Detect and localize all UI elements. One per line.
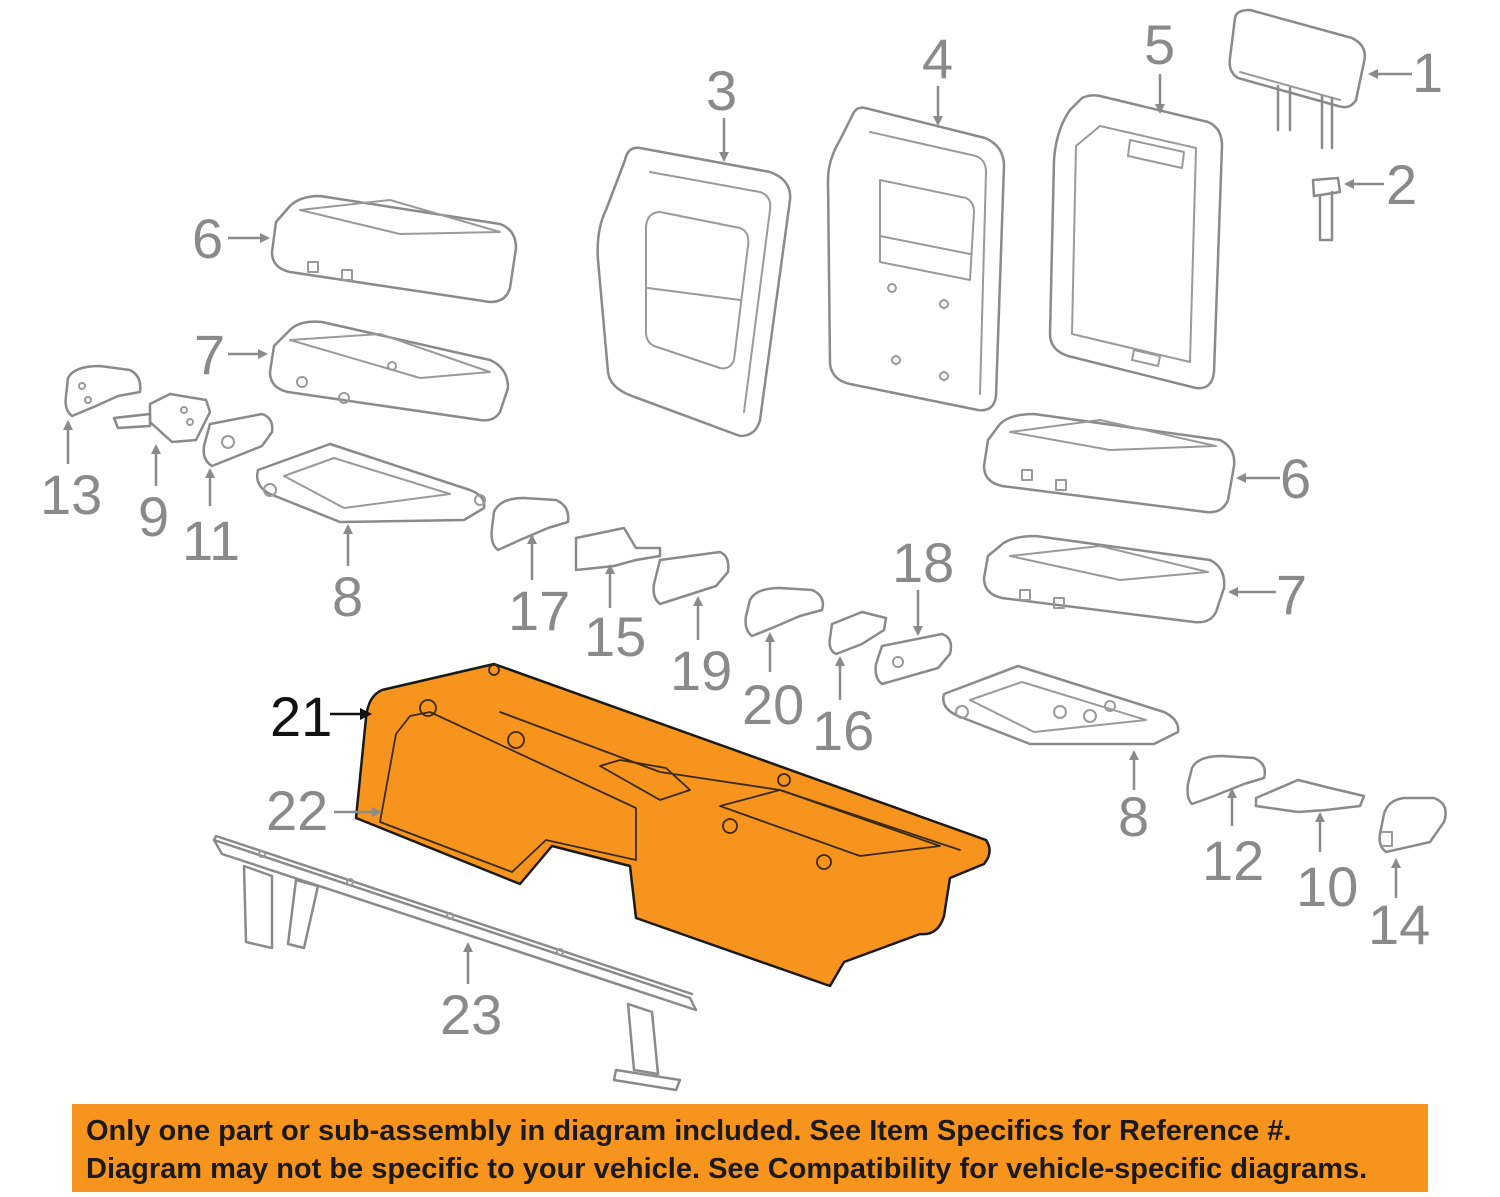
- callout-15: 15: [584, 605, 646, 668]
- callout-7-right: 7: [1276, 563, 1307, 626]
- callout-12: 12: [1202, 829, 1264, 892]
- callout-8-left: 8: [332, 565, 363, 628]
- headrest-part: [1228, 8, 1366, 150]
- trim-cover-18: [874, 632, 953, 686]
- callout-8-right: 8: [1118, 785, 1149, 848]
- trim-cover-13: [64, 364, 142, 418]
- trim-cover-14: [1378, 796, 1447, 854]
- callout-19: 19: [670, 639, 732, 702]
- callout-3: 3: [706, 59, 737, 122]
- callout-2: 2: [1386, 153, 1417, 216]
- seat-back-frame-center: [826, 106, 1006, 412]
- trim-cover-20: [744, 586, 825, 638]
- callout-18: 18: [892, 531, 954, 594]
- callout-22: 22: [266, 779, 328, 842]
- callout-16: 16: [812, 699, 874, 762]
- callout-9: 9: [138, 485, 169, 548]
- callout-7-left: 7: [194, 323, 225, 386]
- trim-cover-19: [652, 550, 730, 606]
- seat-mount-rail: [212, 834, 698, 1092]
- callout-21: 21: [270, 685, 332, 748]
- disclaimer-banner: Only one part or sub-assembly in diagram…: [72, 1104, 1428, 1192]
- trim-cover-11: [202, 412, 274, 468]
- disclaimer-line-1: Only one part or sub-assembly in diagram…: [86, 1115, 1292, 1147]
- seat-cushion-cover-left: [270, 194, 518, 304]
- recliner-bracket-15: [574, 526, 662, 572]
- recliner-bracket-9: [112, 392, 212, 444]
- seat-back-cover-left: [596, 146, 792, 438]
- trim-cover-12: [1186, 754, 1267, 806]
- seat-cushion-cover-right: [982, 412, 1236, 514]
- recliner-bracket-16: [828, 610, 888, 656]
- cushion-frame-right: [942, 664, 1180, 746]
- leader-lines: [63, 69, 1412, 984]
- callout-23: 23: [440, 983, 502, 1046]
- headrest-guide-part: [1311, 176, 1342, 242]
- cushion-frame-left: [256, 442, 486, 524]
- callout-17: 17: [508, 579, 570, 642]
- seat-cushion-pad-left: [268, 320, 510, 422]
- callout-6-left: 6: [192, 207, 223, 270]
- callout-10: 10: [1296, 855, 1358, 918]
- disclaimer-line-2: Diagram may not be specific to your vehi…: [86, 1153, 1368, 1185]
- callout-4: 4: [922, 27, 953, 90]
- callout-11: 11: [182, 509, 240, 572]
- seat-back-panel-right: [1048, 94, 1224, 390]
- callout-6-right: 6: [1280, 447, 1311, 510]
- seat-frame-highlighted: [354, 662, 991, 988]
- callout-1: 1: [1412, 41, 1443, 104]
- recliner-bracket-10: [1254, 778, 1366, 814]
- callout-14: 14: [1368, 893, 1430, 956]
- callout-5: 5: [1144, 13, 1175, 76]
- callout-labels: 1 2 3 4 5 6 7 6 7 13 9 11 8 17 15 19 20 …: [40, 13, 1443, 1046]
- callout-20: 20: [742, 673, 804, 736]
- callout-13: 13: [40, 463, 102, 526]
- seat-cushion-pad-right: [982, 534, 1226, 624]
- trim-cover-17: [490, 496, 570, 552]
